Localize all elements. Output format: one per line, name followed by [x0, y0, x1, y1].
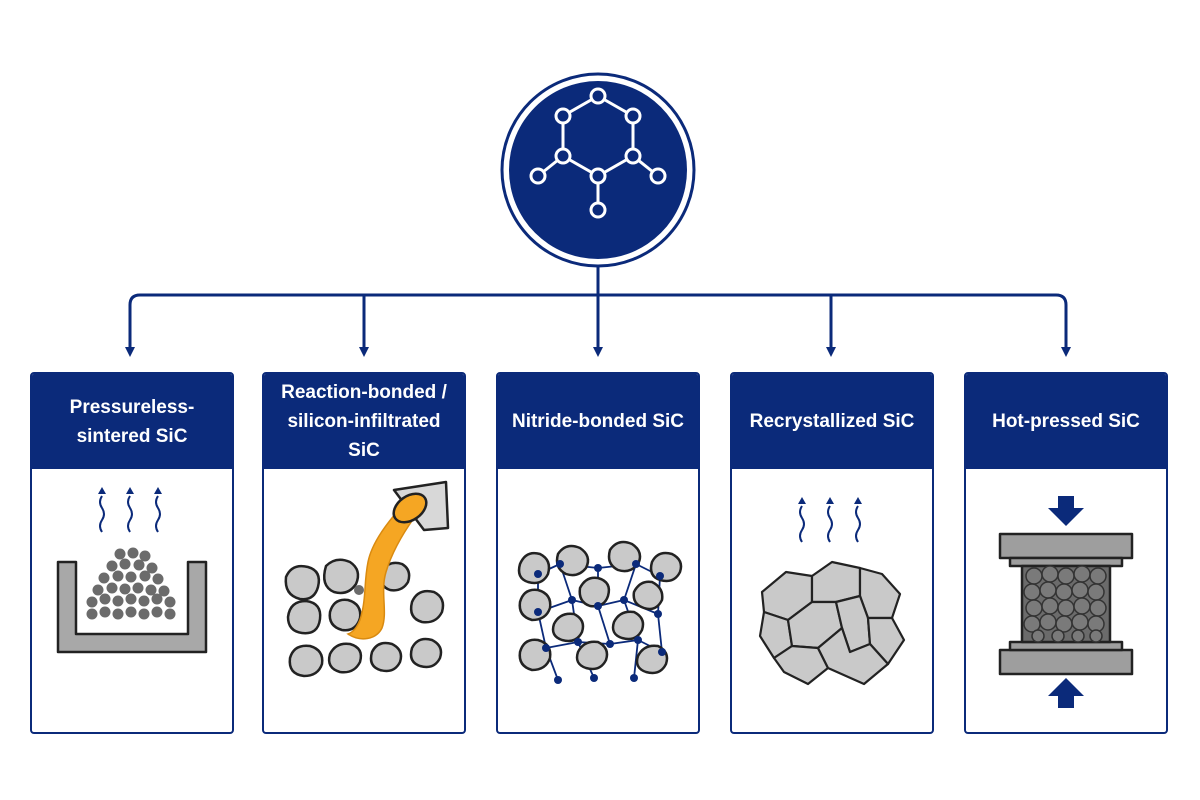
- category-header: Pressureless- sintered SiC: [32, 374, 232, 472]
- category-card-hot-pressed: Hot-pressed SiC: [964, 372, 1168, 734]
- category-header: Nitride-bonded SiC: [498, 374, 698, 472]
- category-label: Reaction-bonded / silicon-infiltrated Si…: [281, 382, 447, 461]
- silicon-infiltration-icon: [284, 480, 450, 678]
- category-label: Recrystallized SiC: [749, 411, 915, 432]
- recrystallized-grains-icon: [758, 497, 906, 686]
- category-card-recrystallized: Recrystallized SiC: [730, 372, 934, 734]
- category-header: Recrystallized SiC: [732, 374, 932, 472]
- category-card-pressureless-sintered: Pressureless- sintered SiC: [30, 372, 234, 734]
- category-header: Reaction-bonded / silicon-infiltrated Si…: [264, 374, 464, 472]
- category-card-reaction-bonded: Reaction-bonded / silicon-infiltrated Si…: [262, 372, 466, 734]
- hot-press-icon: [998, 496, 1134, 708]
- category-header: Hot-pressed SiC: [966, 374, 1166, 472]
- category-label: Pressureless- sintered SiC: [69, 396, 195, 447]
- category-label: Nitride-bonded SiC: [511, 411, 685, 432]
- crucible-powder-icon: [56, 487, 208, 654]
- molecule-icon: [500, 72, 696, 268]
- category-card-nitride-bonded: Nitride-bonded SiC: [496, 372, 700, 734]
- horizontal-bus: [128, 293, 1068, 354]
- nitride-bond-network-icon: [517, 540, 683, 684]
- category-label: Hot-pressed SiC: [992, 411, 1140, 432]
